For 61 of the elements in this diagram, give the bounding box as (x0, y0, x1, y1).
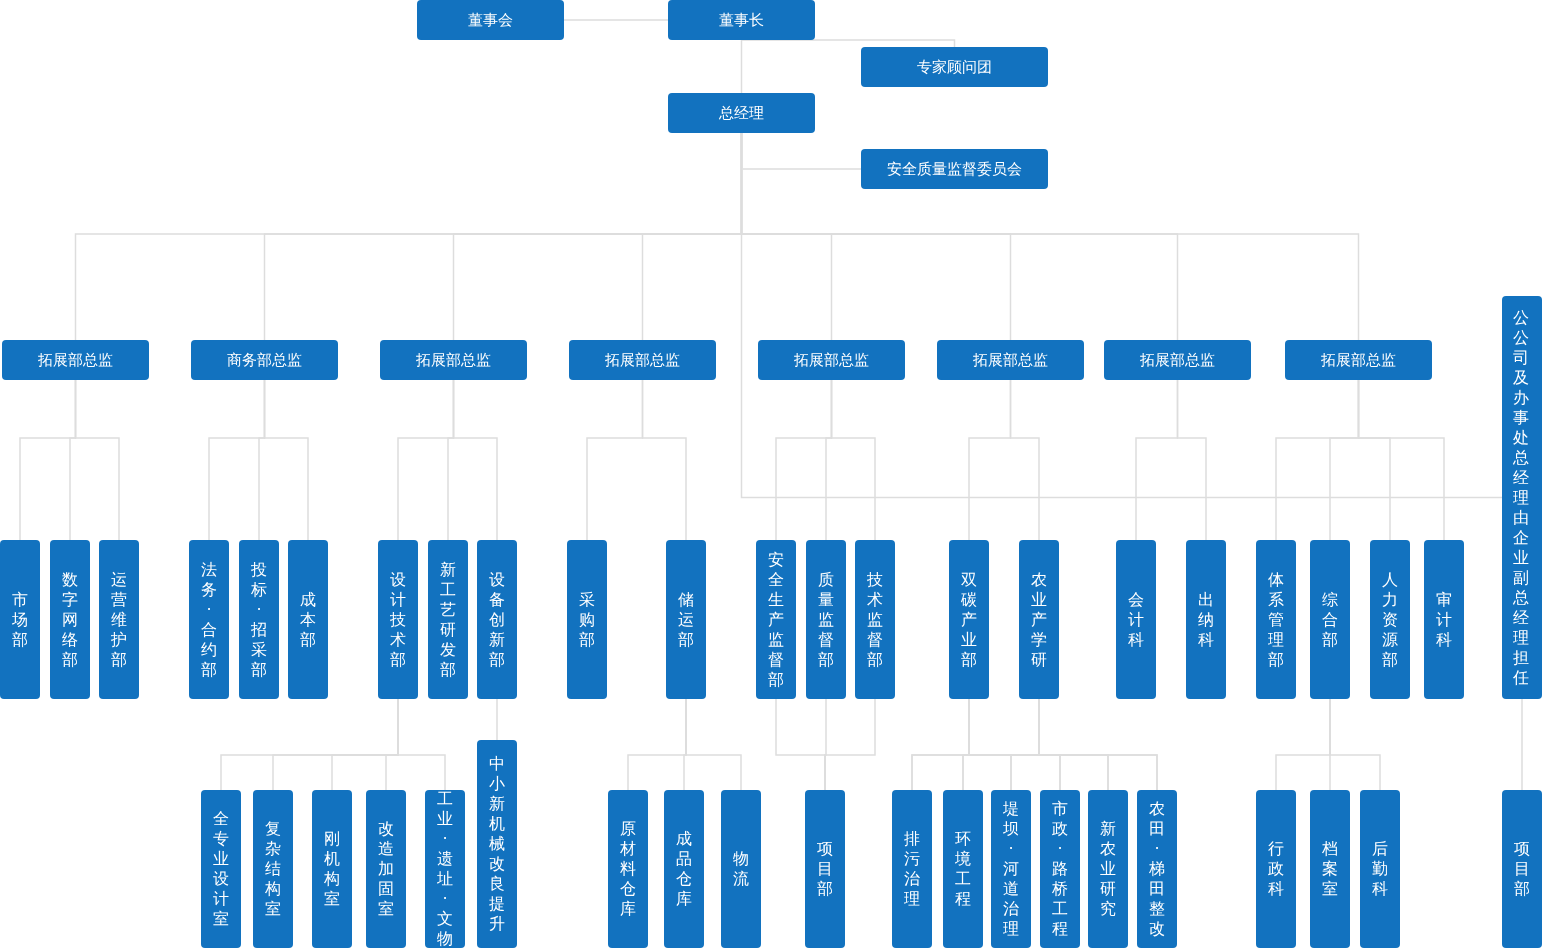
department-box: 工业·遗址·文物 (425, 790, 465, 948)
department-box: 项目部 (1502, 790, 1542, 948)
department-box: 环境工程 (943, 790, 983, 948)
department-box: 双碳产业部 (949, 540, 989, 699)
connector-line (641, 379, 687, 541)
department-box: 成品仓库 (664, 790, 704, 948)
department-box: 新农业研究 (1088, 790, 1128, 948)
department-box: 拓展部总监 (1104, 340, 1251, 380)
department-box: 排污治理 (892, 790, 932, 948)
department-box: 拓展部总监 (758, 340, 905, 380)
department-box: 董事长 (668, 0, 815, 40)
department-box: 总经理 (668, 93, 815, 133)
department-box: 中小新机械改良提升 (477, 740, 517, 948)
department-box: 法务·合约部 (189, 540, 229, 699)
department-box: 投标·招采部 (239, 540, 279, 699)
department-box: 运营维护部 (99, 540, 139, 699)
department-box: 综合部 (1310, 540, 1350, 699)
connector-line (1009, 379, 1040, 541)
department-box: 技术监督部 (855, 540, 895, 699)
department-box: 商务部总监 (191, 340, 338, 380)
department-box: 人力资源部 (1370, 540, 1410, 699)
department-box: 行政科 (1256, 790, 1296, 948)
department-box: 专家顾问团 (861, 47, 1048, 87)
department-box: 拓展部总监 (569, 340, 716, 380)
department-box: 安全质量监督委员会 (861, 149, 1048, 189)
department-box: 审计科 (1424, 540, 1464, 699)
department-box: 拓展部总监 (1285, 340, 1432, 380)
department-box: 设备创新部 (477, 540, 517, 699)
department-box: 刚机构室 (312, 790, 352, 948)
department-box: 体系管理部 (1256, 540, 1296, 699)
department-box: 原材料仓库 (608, 790, 648, 948)
connector-line (1176, 379, 1207, 541)
department-box: 拓展部总监 (380, 340, 527, 380)
department-box: 市场部 (0, 540, 40, 699)
department-box: 全专业设计室 (201, 790, 241, 948)
connector-line (740, 39, 743, 94)
department-box: 成本部 (288, 540, 328, 699)
department-box: 拓展部总监 (2, 340, 149, 380)
department-box: 董事会 (417, 0, 564, 40)
department-box: 改造加固室 (366, 790, 406, 948)
department-box: 市政·路桥工程 (1040, 790, 1080, 948)
department-box: 复杂结构室 (253, 790, 293, 948)
department-box: 拓展部总监 (937, 340, 1084, 380)
department-box: 农田·梯田整改 (1137, 790, 1177, 948)
department-box: 设计技术部 (378, 540, 418, 699)
department-box: 公公司及办事处总经理由企业副总经理担任 (1502, 296, 1542, 699)
department-box: 数字网络部 (50, 540, 90, 699)
department-box: 新工艺研发部 (428, 540, 468, 699)
department-box: 采购部 (567, 540, 607, 699)
department-box: 项目部 (805, 790, 845, 948)
connector-line (740, 39, 956, 48)
department-box: 会计科 (1116, 540, 1156, 699)
department-box: 出纳科 (1186, 540, 1226, 699)
department-box: 档案室 (1310, 790, 1350, 948)
department-box: 安全生产监督部 (756, 540, 796, 699)
department-box: 堤坝·河道治理 (991, 790, 1031, 948)
department-box: 后勤科 (1360, 790, 1400, 948)
department-box: 物流 (721, 790, 761, 948)
department-box: 农业产学研 (1019, 540, 1059, 699)
department-box: 储运部 (666, 540, 706, 699)
department-box: 质量监督部 (806, 540, 846, 699)
